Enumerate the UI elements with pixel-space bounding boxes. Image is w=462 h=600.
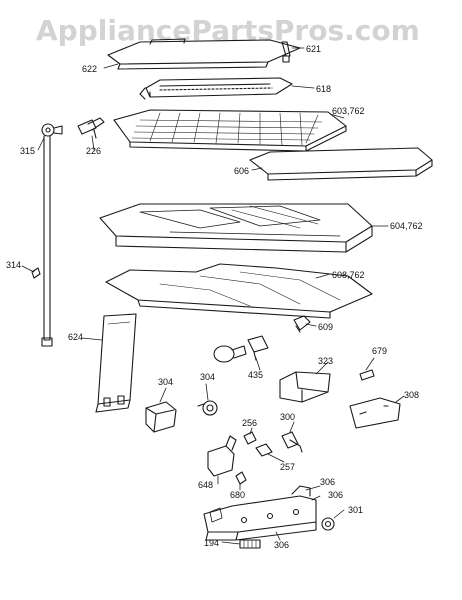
part-315-314-rod — [41, 123, 63, 347]
label-624: 624 — [68, 332, 84, 342]
label-618: 618 — [316, 84, 332, 94]
label-301: 301 — [348, 505, 364, 515]
label-194: 194 — [204, 538, 220, 548]
label-256: 256 — [242, 418, 258, 428]
label-300: 300 — [280, 412, 296, 422]
part-648-switch — [207, 435, 237, 477]
label-315: 315 — [20, 146, 36, 156]
watermark: AppliancePartsPros.com — [36, 14, 420, 47]
part-618-rail — [139, 77, 293, 100]
label-622: 622 — [82, 64, 98, 74]
part-604-tray — [99, 203, 373, 253]
part-603-grille-shelf — [113, 109, 347, 152]
part-306-base-bracket — [203, 485, 317, 541]
part-226-screw — [77, 117, 105, 139]
part-257-clip — [255, 443, 273, 457]
label-621: 621 — [306, 44, 322, 54]
part-680-screw — [235, 471, 247, 485]
part-304a-block — [145, 401, 177, 433]
part-608-lower-pan — [105, 263, 373, 319]
label-306-bottom: 306 — [274, 540, 290, 550]
label-257: 257 — [280, 462, 296, 472]
part-304b-knob — [197, 400, 218, 416]
part-609-clip — [293, 315, 311, 333]
part-435-bulb — [213, 335, 269, 363]
label-603: 603,762 — [332, 106, 365, 116]
part-301-knob — [321, 517, 335, 531]
label-306-mid: 306 — [328, 490, 344, 500]
label-308: 308 — [404, 390, 420, 400]
part-679-screw — [359, 369, 375, 381]
label-604: 604,762 — [390, 221, 423, 231]
label-304-left: 304 — [158, 377, 174, 387]
label-648: 648 — [198, 480, 214, 490]
part-300-thermostat — [281, 431, 303, 453]
part-323-housing — [279, 371, 331, 403]
part-606-crisper-cover — [249, 147, 433, 181]
label-680: 680 — [230, 490, 246, 500]
part-621-pin — [281, 41, 291, 63]
part-256-clip — [243, 431, 257, 445]
label-304-right: 304 — [200, 372, 216, 382]
label-226: 226 — [86, 146, 102, 156]
label-609: 609 — [318, 322, 334, 332]
label-323: 323 — [318, 356, 334, 366]
part-622-cover — [107, 38, 301, 70]
part-308-bracket — [349, 397, 401, 429]
leader-lines — [21, 47, 405, 545]
label-435: 435 — [248, 370, 264, 380]
label-606: 606 — [234, 166, 250, 176]
label-679: 679 — [372, 346, 388, 356]
part-314-clip — [31, 267, 41, 279]
part-194-piece — [239, 539, 261, 549]
part-624-panel — [95, 313, 137, 413]
label-608: 608,762 — [332, 270, 365, 280]
label-314: 314 — [6, 260, 22, 270]
label-306-top: 306 — [320, 477, 336, 487]
